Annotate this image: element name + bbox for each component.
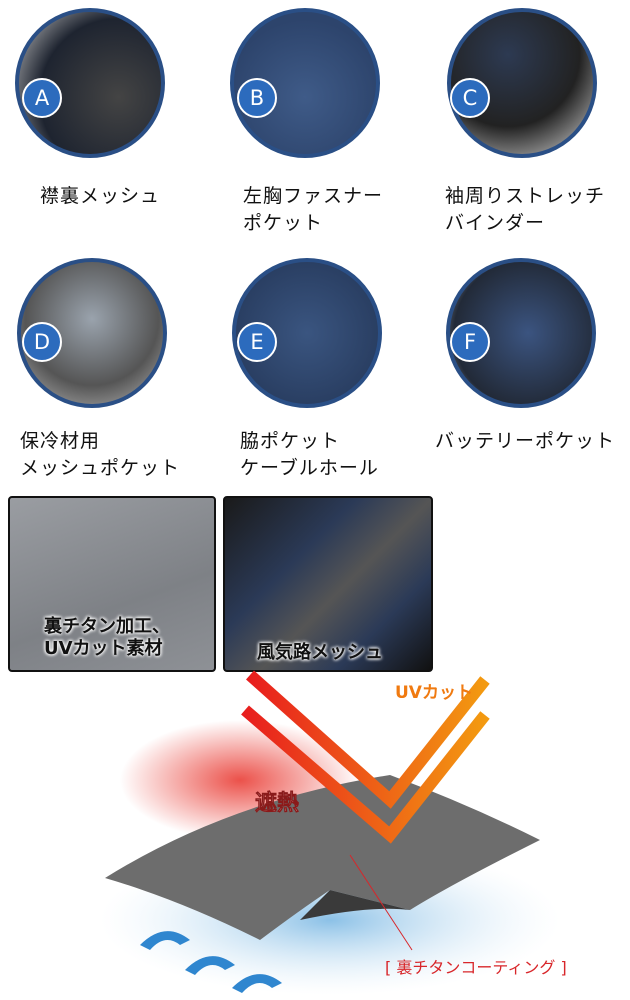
- photo-caption: 風気路メッシュ: [257, 642, 383, 663]
- uv-ray: [246, 670, 490, 809]
- airflow-arrows: [140, 931, 282, 993]
- feature-label: 左胸ファスナー ポケット: [243, 185, 384, 234]
- uv-ray: [241, 705, 490, 844]
- feature-badge: E: [237, 322, 277, 362]
- feature-label: バッテリーポケット: [435, 430, 616, 452]
- feature-badge: F: [450, 322, 490, 362]
- feature-badge: C: [450, 78, 490, 118]
- fabric-sheet: [105, 775, 540, 940]
- fabric-fold: [300, 890, 410, 920]
- titanium-fabric-photo: 裏チタン加工、 UVカット素材: [8, 496, 216, 672]
- titanium-coating-label: [ 裏チタンコーティング ]: [385, 958, 567, 977]
- heat-shield-diagram: UVカット 遮熱 [ 裏チタンコーティング ]: [100, 670, 567, 995]
- feature-label: 脇ポケット ケーブルホール: [240, 430, 379, 479]
- feature-badge: D: [22, 322, 62, 362]
- feature-label: 袖周りストレッチ バインダー: [445, 185, 606, 234]
- feature-badge: A: [22, 78, 62, 118]
- photo-caption: 裏チタン加工、 UVカット素材: [44, 616, 170, 659]
- uv-cut-label: UVカット: [395, 683, 473, 703]
- feature-circle-f: [446, 258, 596, 408]
- coating-pointer: [349, 854, 413, 951]
- feature-label: 保冷材用 メッシュポケット: [20, 430, 181, 479]
- feature-badge: B: [237, 78, 277, 118]
- air-mesh-photo: 風気路メッシュ: [223, 496, 433, 672]
- heat-shield-label: 遮熱: [255, 790, 299, 816]
- feature-label: 襟裏メッシュ: [40, 185, 161, 207]
